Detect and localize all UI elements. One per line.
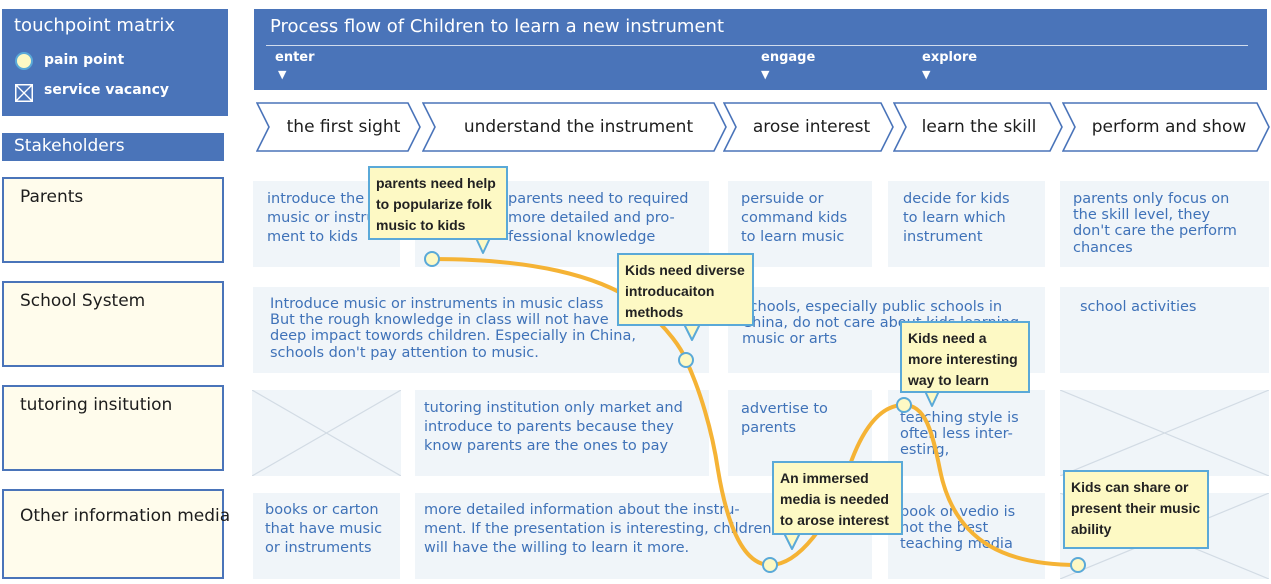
stage-learn-skill: learn the skill <box>893 102 1063 152</box>
cell-tutoring-arose-text: advertise to parents <box>741 401 828 437</box>
note-tail-3 <box>783 532 801 550</box>
stakeholders-title: Stakeholders <box>2 133 224 161</box>
header-divider <box>266 45 1248 46</box>
stage-learn-skill-label: learn the skill <box>921 117 1037 137</box>
note-tail-1 <box>475 237 491 254</box>
pain-point-marker-4 <box>896 397 912 413</box>
service-vacancy-icon <box>15 84 33 102</box>
cell-tutoring-perform-vacancy <box>1060 390 1269 476</box>
page-title: Process flow of Children to learn a new … <box>270 16 724 37</box>
cell-parents-learn-text: decide for kids to learn which instrumen… <box>903 191 1010 246</box>
legend-panel <box>2 9 228 116</box>
note-tail-2 <box>683 323 701 341</box>
stage-arose-interest: arose interest <box>723 102 894 152</box>
phase-engage: engage <box>761 50 816 65</box>
stage-perform-show-label: perform and show <box>1091 117 1247 137</box>
cell-tutoring-learn-text: teaching style is often less inter- esti… <box>900 410 1019 459</box>
cell-media-first-sight <box>253 493 400 579</box>
stage-understand: understand the instrument <box>422 102 727 152</box>
header-bar <box>254 9 1267 90</box>
cell-tutoring-understand-text: tutoring institution only market and int… <box>424 400 683 455</box>
stage-first-sight-label: the first sight <box>286 117 401 137</box>
cell-parents-perform <box>1060 181 1269 267</box>
stakeholder-tutoring-institution: tutoring insitution <box>2 385 224 471</box>
pain-point-marker-1 <box>424 251 440 267</box>
stage-understand-label: understand the instrument <box>463 117 694 137</box>
pain-point-marker-5 <box>1070 557 1086 573</box>
cell-school-perform <box>1060 287 1269 373</box>
stakeholder-other-media: Other information media <box>2 489 230 579</box>
pain-note-share-ability: Kids can share or present their music ab… <box>1063 470 1209 549</box>
cell-parents-arose-text: persuide or command kids to learn music <box>741 191 848 246</box>
phase-explore: explore <box>922 50 978 65</box>
cell-tutoring-first-sight-vacancy <box>252 390 401 476</box>
stakeholder-school-system: School System <box>2 281 224 367</box>
cell-media-learn-text: book or vedio is not the best teaching m… <box>900 504 1016 553</box>
pain-note-immersed-media: An immersed media is needed to arose int… <box>772 461 903 535</box>
pain-note-diverse-methods: Kids need diverse introducaiton methods <box>617 253 754 326</box>
cell-school-perform-text: school activities <box>1080 299 1197 315</box>
cell-media-understand-text: more detailed information about the inst… <box>424 502 772 557</box>
stage-first-sight: the first sight <box>256 102 421 152</box>
cell-parents-learn <box>888 181 1045 267</box>
cell-media-learn <box>888 493 1045 579</box>
cell-parents-arose <box>728 181 872 267</box>
cell-parents-perform-text: parents only focus on the skill level, t… <box>1073 191 1237 256</box>
stage-perform-show: perform and show <box>1062 102 1270 152</box>
phase-enter: enter <box>275 50 315 65</box>
cell-media-first-sight-text: books or carton that have music or instr… <box>265 502 383 557</box>
cell-tutoring-learn <box>888 390 1045 476</box>
cell-school-left-text: Introduce music or instruments in music … <box>270 296 636 361</box>
cell-tutoring-understand <box>415 390 709 476</box>
cell-parents-understand-text: parents need to required more detailed a… <box>508 191 689 246</box>
legend-service-vacancy-label: service vacancy <box>44 82 170 98</box>
stakeholder-parents: Parents <box>2 177 224 263</box>
legend-title: touchpoint matrix <box>14 15 176 36</box>
pain-note-interesting-learning: Kids need a more interesting way to lear… <box>900 321 1030 393</box>
phase-enter-marker: ▼ <box>278 68 287 81</box>
pain-point-marker-3 <box>762 557 778 573</box>
pain-note-popularize-folk-music: parents need help to popularize folk mus… <box>368 166 508 240</box>
legend-pain-point-label: pain point <box>44 52 125 68</box>
pain-point-marker-2 <box>678 352 694 368</box>
stage-arose-interest-label: arose interest <box>752 117 871 137</box>
note-tail-4 <box>924 390 940 407</box>
pain-point-icon <box>15 52 33 70</box>
journey-line <box>430 257 1080 568</box>
phase-engage-marker: ▼ <box>761 68 770 81</box>
cell-school-middle-text: schools, especially public schools in Ch… <box>742 299 1019 348</box>
phase-explore-marker: ▼ <box>922 68 931 81</box>
